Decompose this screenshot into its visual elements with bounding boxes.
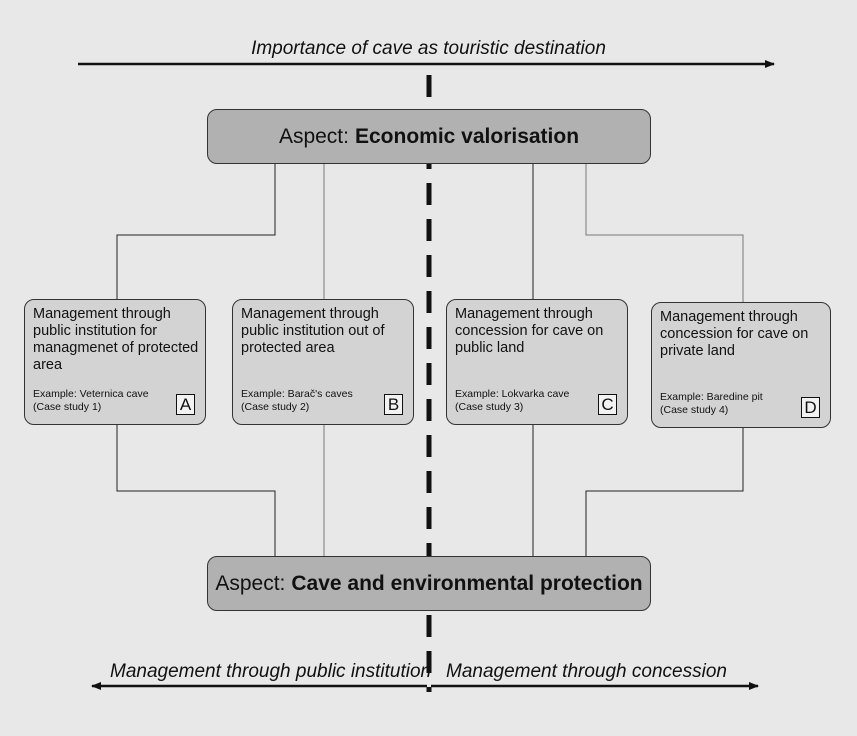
connector-bottom-d — [585, 428, 744, 556]
aspect-title: Cave and environmental protection — [291, 571, 643, 595]
box-letter: C — [598, 394, 617, 415]
importance-caption: Importance of cave as touristic destinat… — [251, 38, 606, 59]
public-institution-caption: Management through public institution — [110, 661, 432, 682]
case-study-text: (Case study 3) — [455, 401, 524, 413]
aspect-title: Economic valorisation — [354, 124, 580, 148]
box-example: Example: Veternica cave (Case study 1) — [33, 388, 149, 414]
box-title: Management through concession for cave o… — [455, 306, 604, 356]
aspect-economic-valorisation: Aspect: Economic valorisation — [207, 109, 651, 164]
example-text: Example: Barač's caves — [241, 388, 353, 400]
aspect-prefix: Aspect: — [215, 571, 286, 595]
connector-top-d — [585, 164, 744, 302]
box-letter: B — [384, 394, 403, 415]
management-box-a: Management through public institution fo… — [24, 299, 206, 425]
connector-bottom-a — [116, 425, 276, 556]
case-study-text: (Case study 4) — [660, 404, 729, 416]
box-letter: D — [801, 397, 820, 418]
case-study-text: (Case study 2) — [241, 401, 310, 413]
box-example: Example: Barač's caves (Case study 2) — [241, 388, 353, 414]
case-study-text: (Case study 1) — [33, 401, 102, 413]
aspect-environmental-protection: Aspect: Cave and environmental protectio… — [207, 556, 651, 611]
example-text: Example: Lokvarka cave — [455, 388, 570, 400]
box-title: Management through concession for cave o… — [660, 309, 809, 359]
example-text: Example: Baredine pit — [660, 391, 763, 403]
aspect-prefix: Aspect: — [278, 124, 349, 148]
concession-caption: Management through concession — [446, 661, 727, 682]
management-box-b: Management through public institution ou… — [232, 299, 414, 425]
box-title: Management through public institution ou… — [241, 306, 385, 356]
connector-top-a — [116, 164, 276, 299]
management-box-d: Management through concession for cave o… — [651, 302, 831, 428]
box-letter: A — [176, 394, 195, 415]
box-example: Example: Baredine pit (Case study 4) — [660, 391, 763, 417]
box-example: Example: Lokvarka cave (Case study 3) — [455, 388, 569, 414]
box-title: Management through public institution fo… — [33, 306, 199, 373]
example-text: Example: Veternica cave — [33, 388, 149, 400]
management-box-c: Management through concession for cave o… — [446, 299, 628, 425]
